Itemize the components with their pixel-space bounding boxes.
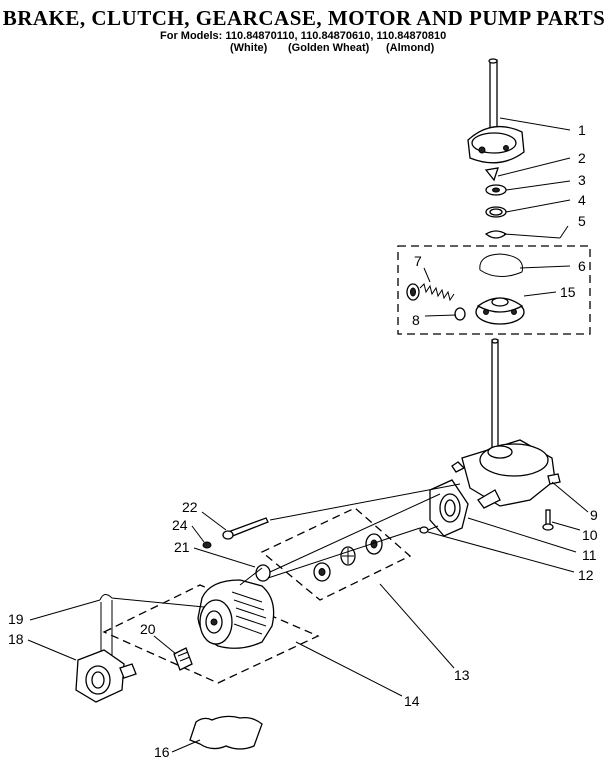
color-golden-wheat: (Golden Wheat) — [288, 42, 370, 54]
part-7-spring — [419, 283, 455, 302]
part-14-motor — [197, 579, 275, 649]
callout-2: 2 — [578, 150, 586, 166]
callout-13: 13 — [454, 667, 470, 683]
callout-10: 10 — [582, 527, 598, 543]
callout-22: 22 — [182, 499, 198, 515]
callout-11: 11 — [582, 547, 597, 563]
part-coupling-hub — [313, 562, 331, 582]
part-16-pad — [189, 715, 263, 750]
group-box-5 — [397, 245, 591, 335]
callout-21: 21 — [174, 539, 190, 555]
part-24-clip — [202, 541, 212, 549]
callout-5: 5 — [578, 213, 586, 229]
color-almond: (Almond) — [386, 42, 435, 54]
page-title: BRAKE, CLUTCH, GEARCASE, MOTOR AND PUMP … — [2, 6, 606, 30]
group-box-13 — [260, 507, 412, 601]
part-18-pump — [75, 649, 137, 703]
part-10-screw — [542, 509, 554, 531]
callout-3: 3 — [578, 172, 586, 188]
color-white: (White) — [230, 42, 268, 54]
part-20-connector — [173, 647, 193, 671]
part-5-retainer — [484, 230, 508, 239]
callout-6: 6 — [578, 258, 586, 274]
callout-1: 1 — [578, 122, 586, 138]
callout-24: 24 — [172, 517, 188, 533]
part-12-bolt — [419, 525, 439, 534]
callout-15: 15 — [560, 284, 576, 300]
callout-18: 18 — [8, 631, 24, 647]
callout-20: 20 — [140, 621, 156, 637]
part-8-plug-left — [406, 283, 420, 301]
callout-16: 16 — [154, 744, 170, 760]
part-coupling-disk — [365, 533, 383, 555]
part-4-ring — [485, 206, 507, 218]
part-coupling-spider — [340, 546, 356, 566]
models-line: For Models: 110.84870110, 110.84870610, … — [160, 30, 447, 42]
leader-lines — [27, 117, 589, 753]
part-22-rod — [222, 517, 269, 540]
part-6-clutch-ring — [479, 253, 524, 277]
part-2-clip — [484, 167, 499, 182]
part-9-gearcase — [451, 439, 561, 509]
callout-4: 4 — [578, 192, 586, 208]
part-shaft-lower — [491, 338, 499, 453]
callout-12: 12 — [578, 567, 594, 583]
callout-9: 9 — [590, 507, 598, 523]
group-box-14 — [102, 584, 320, 684]
part-3-washer — [485, 184, 507, 196]
callout-19: 19 — [8, 611, 24, 627]
callout-14: 14 — [404, 693, 420, 709]
callout-8: 8 — [412, 312, 420, 328]
callout-7: 7 — [414, 253, 422, 269]
part-8-plug-right — [454, 307, 466, 321]
part-1-shaft-brake — [467, 58, 525, 164]
part-15-clutch — [475, 297, 525, 325]
part-21-bushing — [255, 564, 271, 582]
